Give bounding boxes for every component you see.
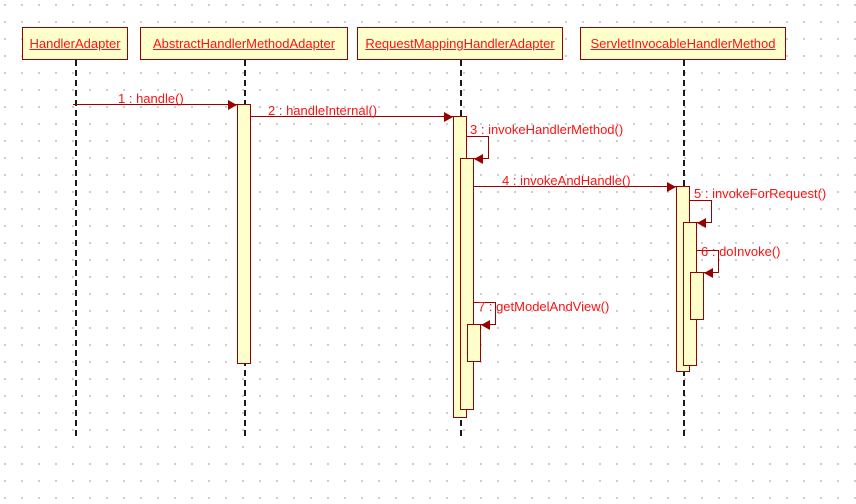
participant-label: HandlerAdapter	[29, 36, 121, 51]
self-message-out-3[interactable]	[467, 136, 488, 137]
lifeline-handlerAdapter	[75, 60, 77, 436]
message-label-1: 1 : handle()	[118, 91, 184, 106]
message-label-3: 3 : invokeHandlerMethod()	[470, 122, 624, 137]
participant-label: AbstractHandlerMethodAdapter	[152, 36, 336, 51]
activation-bar-servletInvocableHandlerMethod-l3[interactable]	[690, 272, 704, 320]
message-arrowhead-4	[667, 182, 676, 192]
message-arrowhead-2	[444, 112, 453, 122]
self-message-arrowhead-7	[481, 320, 490, 330]
self-message-turn-7	[495, 302, 496, 324]
message-label-4: 4 : invokeAndHandle()	[502, 173, 631, 188]
self-message-turn-5	[711, 200, 712, 222]
message-label-5: 5 : invokeForRequest()	[694, 186, 827, 201]
self-message-out-5[interactable]	[690, 200, 711, 201]
participant-box-handlerAdapter[interactable]: HandlerAdapter	[22, 27, 128, 60]
message-arrow-line-4[interactable]	[474, 186, 676, 187]
participant-box-abstractHandlerMethodAdapter[interactable]: AbstractHandlerMethodAdapter	[140, 27, 348, 60]
participant-box-requestMappingHandlerAdapter[interactable]: RequestMappingHandlerAdapter	[357, 27, 563, 60]
message-label-2: 2 : handleInternal()	[268, 103, 378, 118]
participant-label: ServletInvocableHandlerMethod	[590, 36, 776, 51]
self-message-arrowhead-6	[704, 268, 713, 278]
participant-label: RequestMappingHandlerAdapter	[365, 36, 555, 51]
message-arrow-line-1[interactable]	[73, 104, 237, 105]
message-label-6: 6 : doInvoke()	[701, 244, 781, 259]
self-message-out-6[interactable]	[697, 250, 718, 251]
self-message-arrowhead-3	[474, 154, 483, 164]
participant-box-servletInvocableHandlerMethod[interactable]: ServletInvocableHandlerMethod	[580, 27, 786, 60]
self-message-out-7[interactable]	[474, 302, 495, 303]
self-message-turn-6	[718, 250, 719, 272]
message-label-7: 7 : getModelAndView()	[478, 299, 610, 314]
self-message-arrowhead-5	[697, 218, 706, 228]
message-arrowhead-1	[228, 100, 237, 110]
activation-bar-requestMappingHandlerAdapter-l3[interactable]	[467, 324, 481, 362]
message-arrow-line-2[interactable]	[251, 116, 453, 117]
activation-bar-abstractHandlerMethodAdapter-l1[interactable]	[237, 104, 251, 364]
activation-bar-requestMappingHandlerAdapter-l2[interactable]	[460, 158, 474, 410]
self-message-turn-3	[488, 136, 489, 158]
